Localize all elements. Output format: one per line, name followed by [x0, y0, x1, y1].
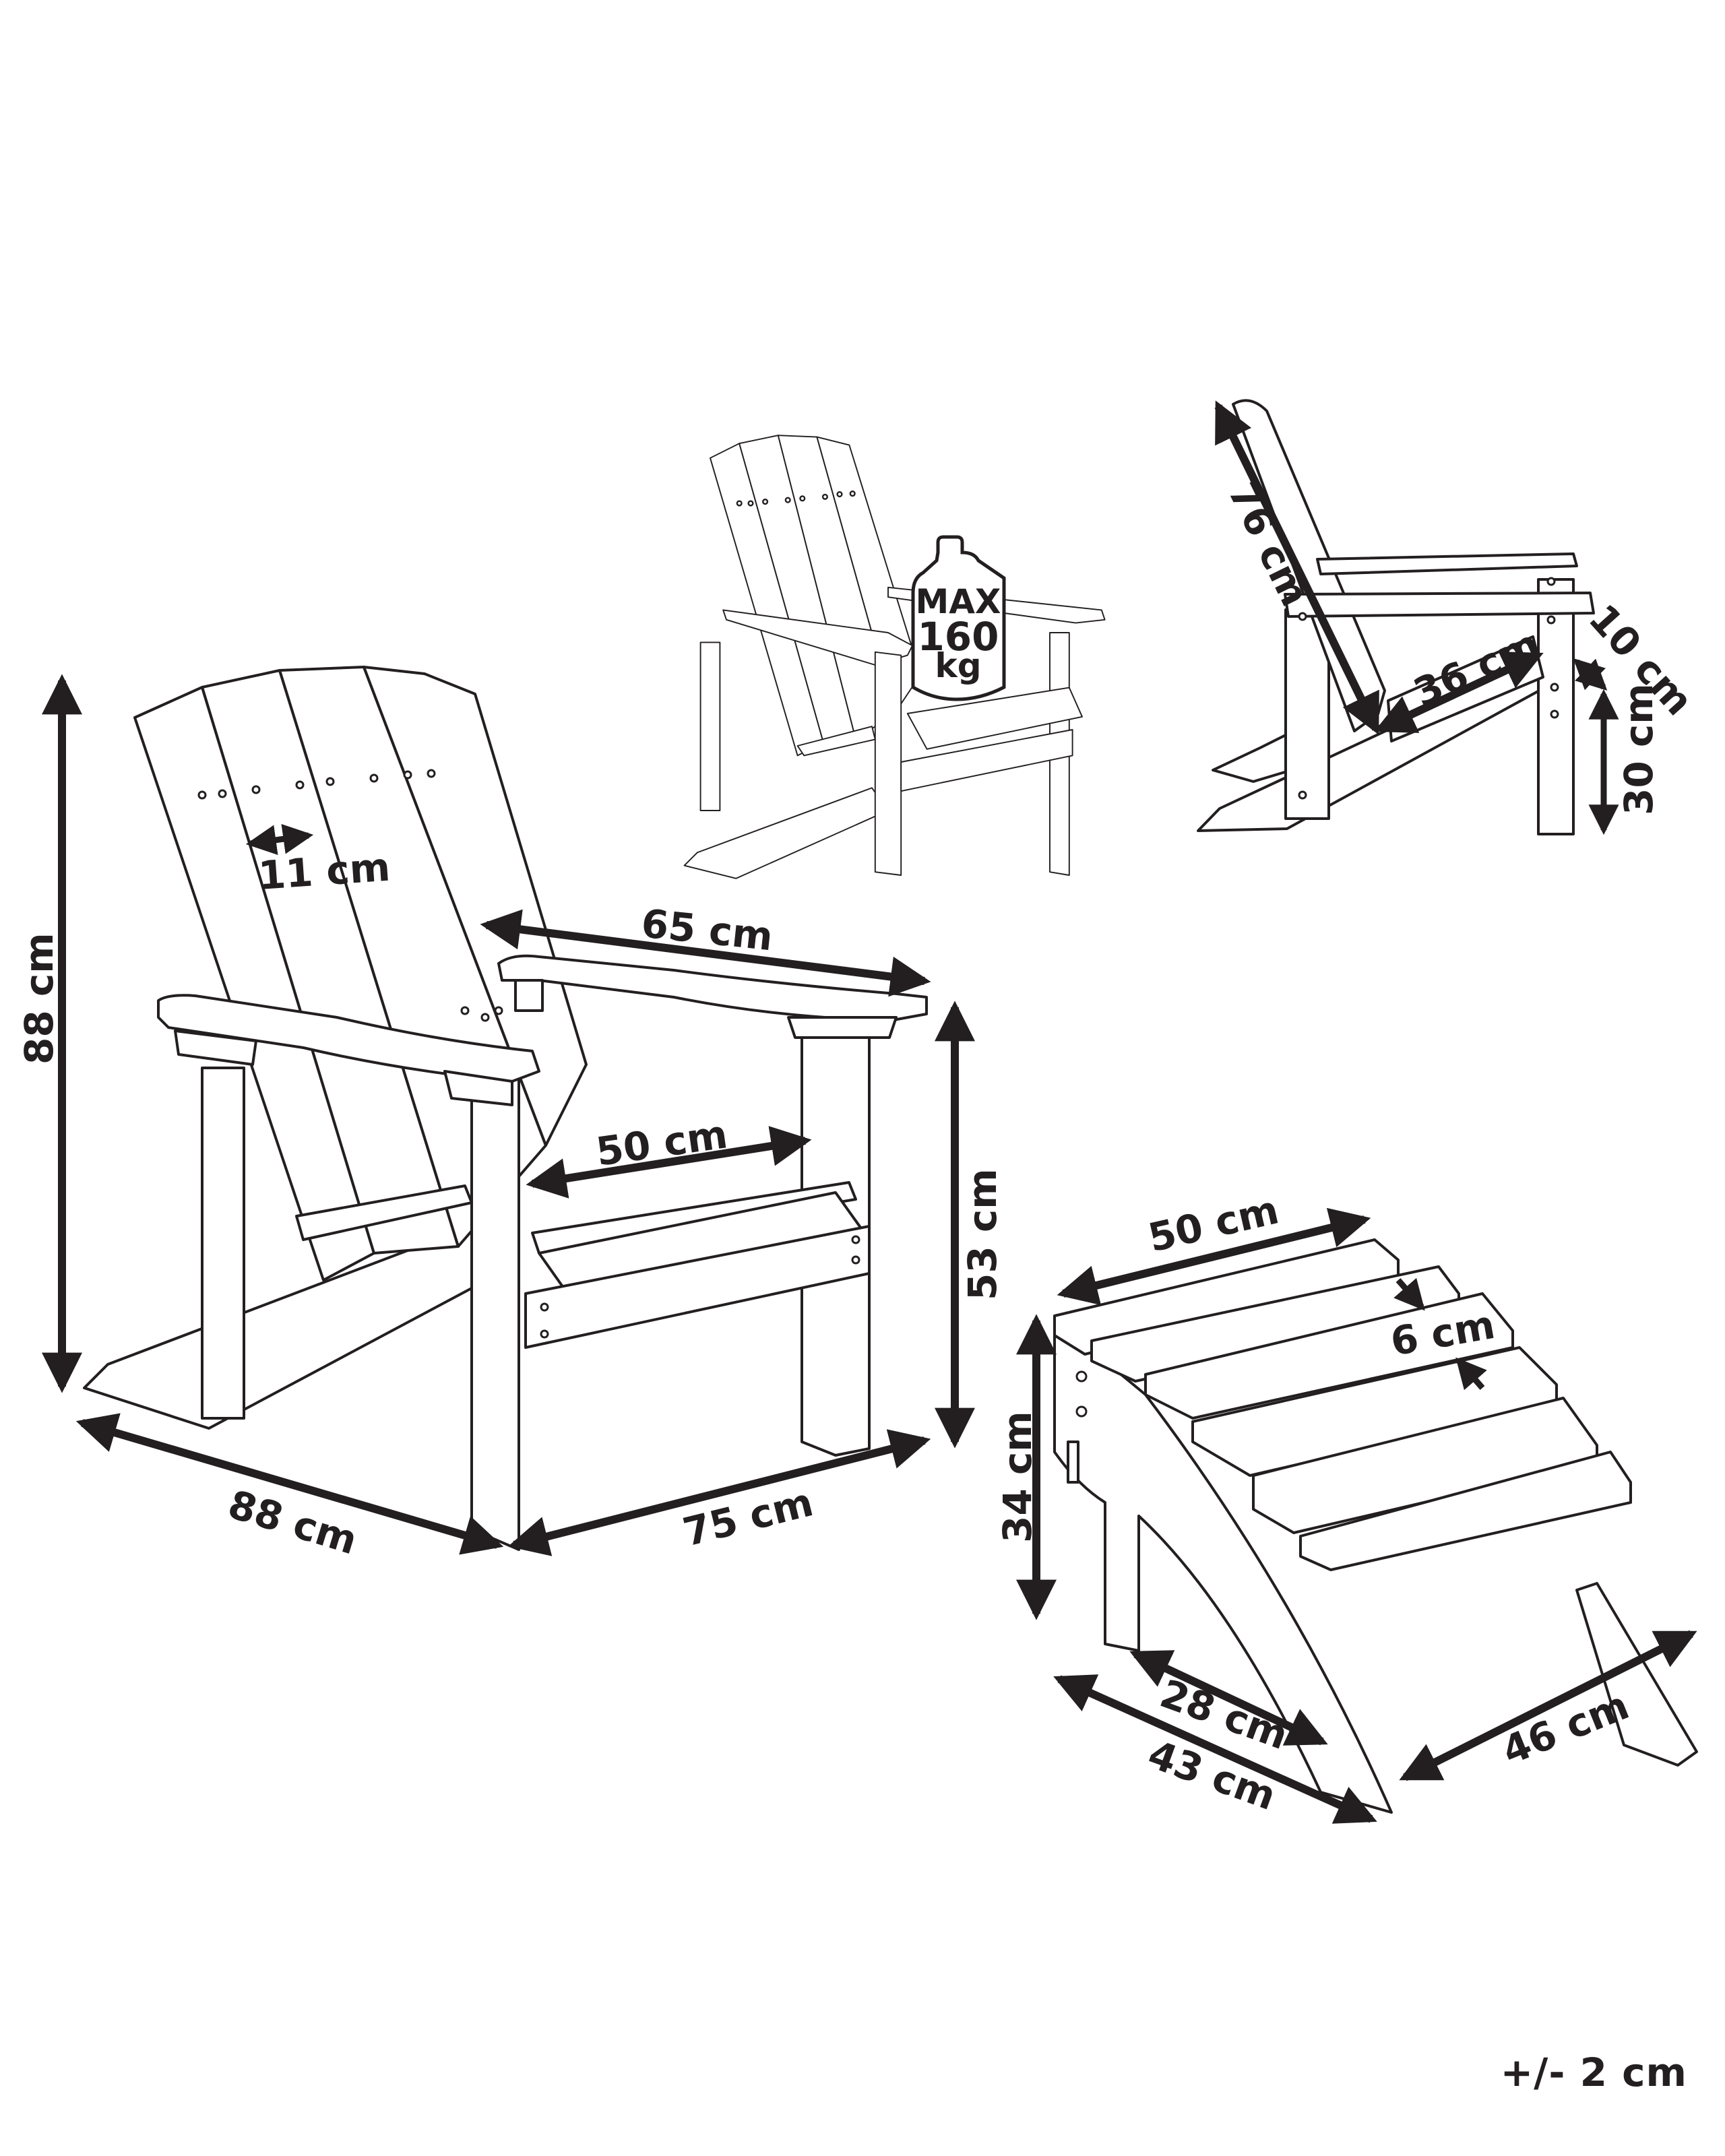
- armrest-left-block: [174, 1029, 257, 1066]
- label-seat-width: 50 cm: [593, 1111, 730, 1175]
- dim-arrow-footstool-slat-in: [1393, 1277, 1425, 1311]
- label-width: 75 cm: [679, 1479, 817, 1555]
- dim-arrow-footstool-slat-out: [1455, 1357, 1487, 1391]
- footstool-slat-3: [1144, 1292, 1514, 1420]
- label-footstool-top-width: 50 cm: [1144, 1186, 1283, 1261]
- dim-arrow-width: [507, 1429, 931, 1556]
- label-height-total: 88 cm: [16, 932, 62, 1065]
- dim-arrow-depth: [75, 1413, 504, 1555]
- main-chair-illustration: [83, 666, 928, 1551]
- dim-arrow-seat-width: [526, 1126, 812, 1199]
- seat-front-slat-top: [531, 1181, 857, 1255]
- max-load-unit: kg: [935, 646, 981, 685]
- label-depth: 88 cm: [223, 1481, 363, 1563]
- tolerance-note: +/- 2 cm: [1500, 2050, 1687, 2095]
- armrest-right-rear-block: [514, 979, 544, 1012]
- label-slat-width: 11 cm: [257, 844, 391, 898]
- dim-arrow-footstool-top-width: [1057, 1207, 1371, 1306]
- footstool-dimensions: 50 cm 6 cm 34 cm 28 cm 43 cm 46 cm: [995, 1186, 1697, 1824]
- dim-arrow-armrest-length: [480, 909, 931, 997]
- dim-arrow-footstool-front-width: [1399, 1630, 1697, 1781]
- armrest-right-block: [787, 1016, 898, 1039]
- label-armrest-height: 53 cm: [960, 1168, 1005, 1300]
- chair-front-leg-left: [470, 1070, 520, 1551]
- max-load-value: 160: [917, 614, 999, 660]
- dim-arrow-seat-depth: [1374, 652, 1544, 733]
- chair-base-board: [83, 1225, 513, 1430]
- chair-back-leg-left: [201, 1067, 245, 1420]
- dim-arrow-backrest-length: [1214, 400, 1380, 735]
- backrest-screws: [197, 769, 503, 1022]
- dim-arrow-slat-width: [245, 823, 314, 856]
- label-footstool-height: 34 cm: [995, 1411, 1040, 1543]
- armrest-left: [157, 994, 540, 1083]
- footstool-slat-6: [1299, 1451, 1632, 1571]
- seat-apron: [524, 1225, 871, 1349]
- max-load-weight-icon: MAX 160 kg: [911, 535, 1006, 701]
- max-load-label: MAX: [915, 582, 1001, 621]
- dim-arrow-footstool-depth: [1053, 1674, 1377, 1824]
- dim-arrow-front-board: [1573, 658, 1608, 691]
- side-chair-illustration: [1197, 399, 1595, 835]
- load-chair-illustration: [683, 435, 1106, 879]
- label-seat-height: 30 cm: [1616, 683, 1662, 815]
- armrest-left-front-block: [443, 1070, 513, 1106]
